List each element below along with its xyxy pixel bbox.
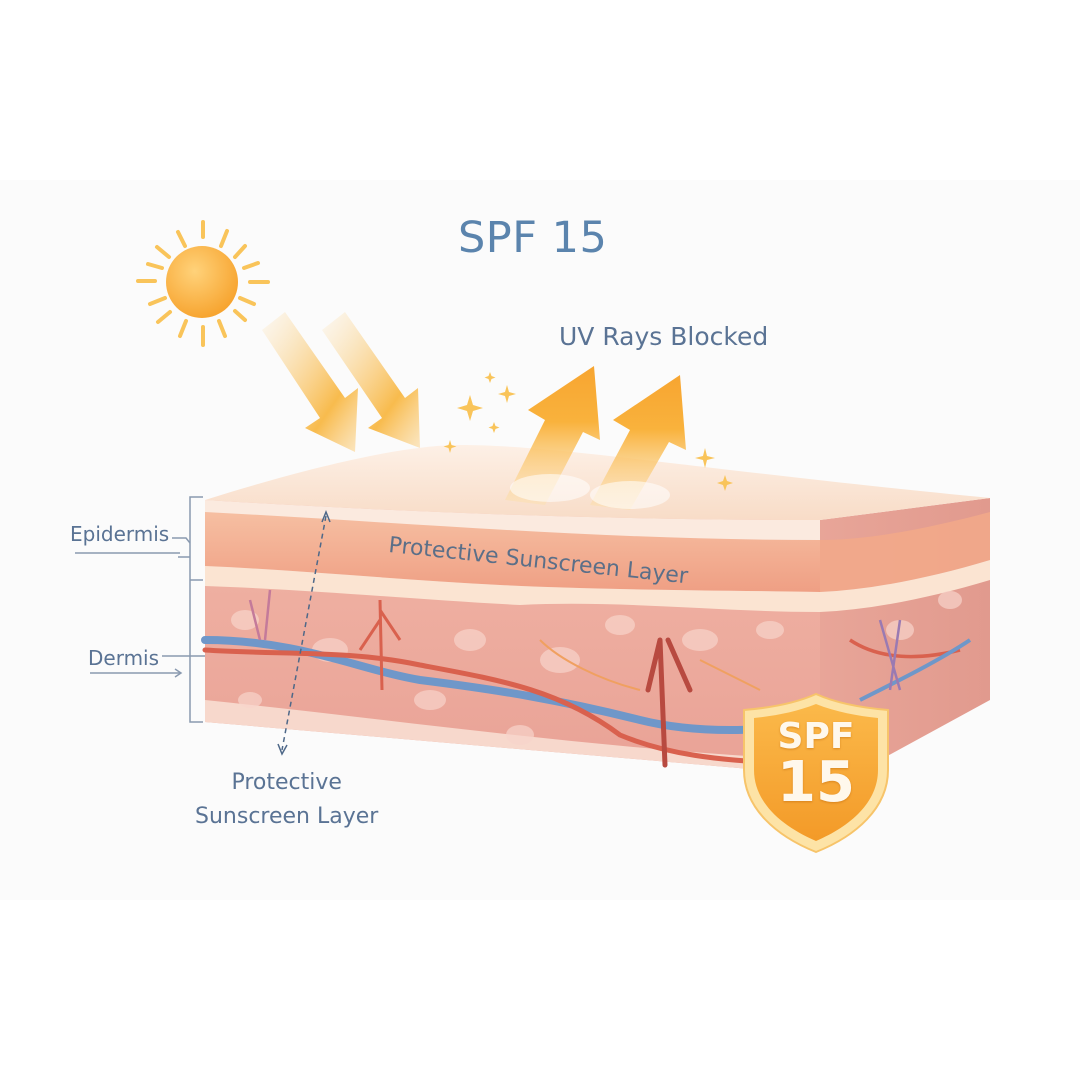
spf-shield-badge: SPF 15 [738, 690, 894, 856]
bottom-label-line2: Sunscreen Layer [195, 804, 379, 829]
reflected-uv-arrow-icon [505, 366, 686, 510]
skin-cross-section [201, 500, 972, 775]
bottom-sunscreen-label: Protective Sunscreen Layer [195, 766, 378, 834]
sunscreen-top-surface [205, 445, 990, 520]
uv-rays-blocked-label: UV Rays Blocked [559, 322, 769, 351]
page-title: SPF 15 [458, 213, 608, 263]
badge-spf-text: SPF [777, 716, 855, 757]
badge-value-text: 15 [777, 750, 855, 815]
incoming-uv-arrow-icon [262, 312, 420, 452]
sun-icon [136, 220, 270, 347]
layer-bracket [75, 496, 205, 723]
bottom-label-line1: Protective [231, 770, 342, 795]
sparkle-icon [443, 372, 733, 491]
shield-badge-icon [743, 692, 889, 854]
dermis-label: Dermis [88, 646, 160, 670]
depth-arrow-icon [277, 509, 331, 756]
epidermis-label: Epidermis [70, 522, 170, 546]
